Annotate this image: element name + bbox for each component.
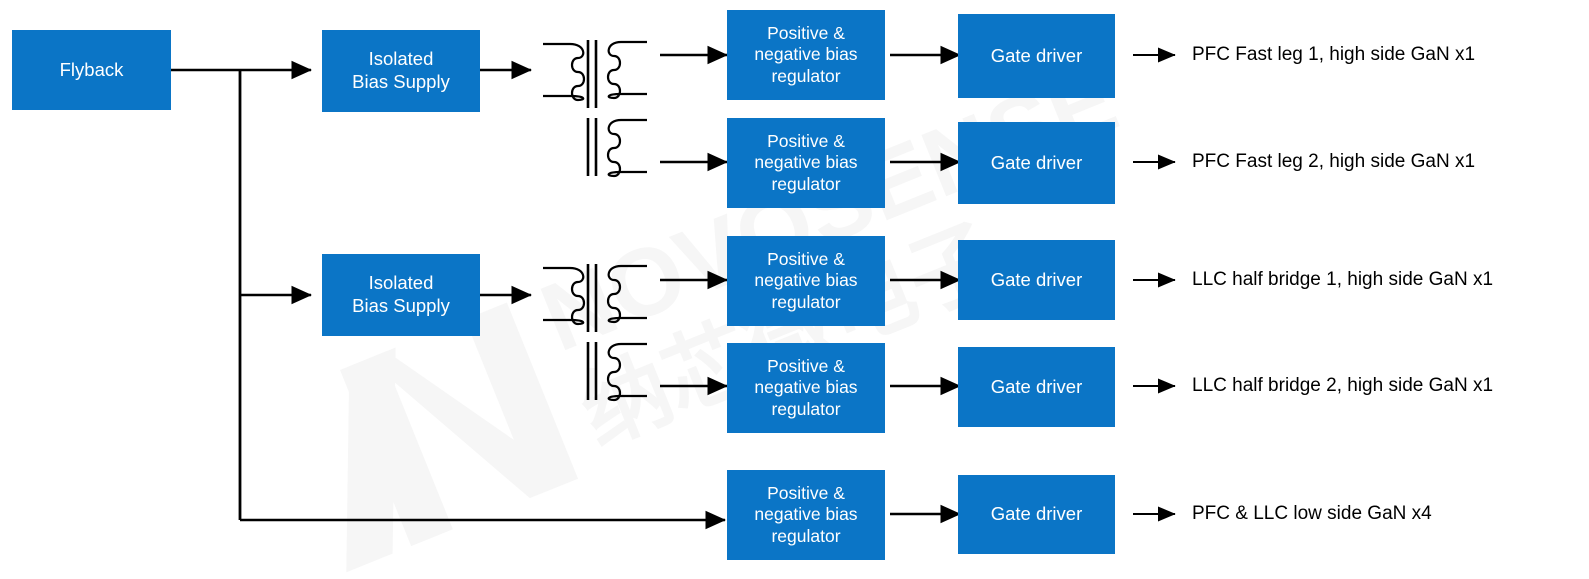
watermark-mark-icon: [339, 302, 579, 573]
block-gate-driver-4[interactable]: Gate driver: [958, 347, 1115, 427]
output-label-1: PFC Fast leg 1, high side GaN x1: [1192, 44, 1476, 65]
block-gate-driver-1[interactable]: Gate driver: [958, 14, 1115, 98]
block-flyback[interactable]: Flyback: [12, 30, 171, 110]
block-isolated-bias-supply-1[interactable]: Isolated Bias Supply: [322, 30, 480, 112]
block-bias-regulator-2[interactable]: Positive & negative bias regulator: [727, 118, 885, 208]
transformer-1-symbol: [543, 40, 647, 178]
block-bias-regulator-1[interactable]: Positive & negative bias regulator: [727, 10, 885, 100]
block-bias-regulator-4[interactable]: Positive & negative bias regulator: [727, 343, 885, 433]
block-gate-driver-2[interactable]: Gate driver: [958, 122, 1115, 204]
output-label-5: PFC & LLC low side GaN x4: [1192, 503, 1432, 524]
block-bias-regulator-5[interactable]: Positive & negative bias regulator: [727, 470, 885, 560]
output-label-4: LLC half bridge 2, high side GaN x1: [1192, 375, 1494, 396]
block-gate-driver-5[interactable]: Gate driver: [958, 475, 1115, 554]
output-label-3: LLC half bridge 1, high side GaN x1: [1192, 269, 1494, 290]
output-label-2: PFC Fast leg 2, high side GaN x1: [1192, 151, 1476, 172]
block-gate-driver-3[interactable]: Gate driver: [958, 240, 1115, 320]
block-bias-regulator-3[interactable]: Positive & negative bias regulator: [727, 236, 885, 326]
block-isolated-bias-supply-2[interactable]: Isolated Bias Supply: [322, 254, 480, 336]
transformer-2-symbol: [543, 264, 647, 402]
